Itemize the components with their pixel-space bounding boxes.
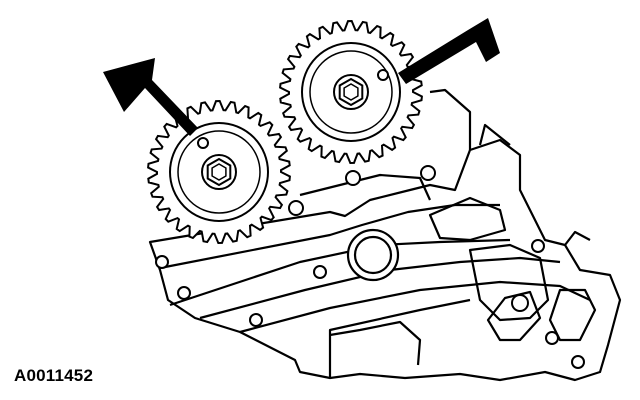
sprocket-bolt-head [211, 163, 227, 181]
bolt-hole [420, 165, 436, 181]
bolt-hole [249, 313, 263, 327]
bolt-hole [345, 170, 361, 186]
bolt-hole [288, 200, 304, 216]
bolt-hole [511, 294, 529, 312]
bolt-hole [177, 286, 191, 300]
sprocket-hub-ring [169, 122, 269, 222]
left-alignment-arrow [103, 58, 198, 136]
sprocket-hub-ring [301, 42, 401, 142]
sprocket-inner-ring [177, 130, 261, 214]
sprocket-bolt-head [343, 83, 359, 101]
bolt-hole [531, 239, 545, 253]
bolt-hole [313, 265, 327, 279]
timing-alignment-dot [197, 137, 209, 149]
timing-alignment-dot [377, 69, 389, 81]
sprocket-bolt-nut [338, 77, 364, 107]
left-camshaft-sprocket [147, 99, 291, 245]
sprocket-inner-ring [309, 50, 393, 134]
right-alignment-arrow [398, 18, 500, 84]
sprocket-bolt-nut [206, 157, 232, 187]
cylinder-head-housing [148, 88, 622, 382]
housing-bolt-holes [155, 165, 585, 369]
bolt-hole [155, 255, 169, 269]
bolt-hole [545, 331, 559, 345]
right-camshaft-sprocket [279, 19, 423, 165]
figure-reference-code: A0011452 [14, 366, 94, 385]
crankshaft-seal-opening [346, 228, 400, 282]
bolt-hole [571, 355, 585, 369]
